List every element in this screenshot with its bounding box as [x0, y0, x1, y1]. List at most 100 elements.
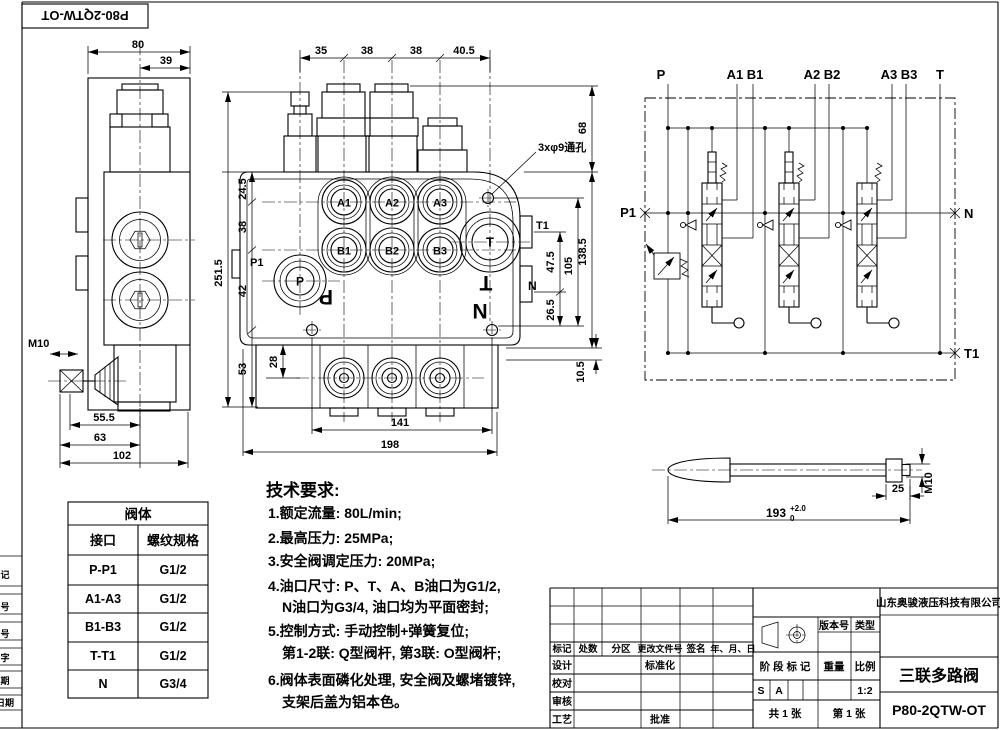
edge-cell-label: 日期: [0, 697, 14, 708]
edge-cell-label: 号: [0, 629, 9, 639]
weight-label: 重量: [824, 660, 845, 673]
border-cross-marks: [639, 207, 961, 359]
dim-10-5: 10.5: [575, 361, 587, 382]
dim-55-5: 55.5: [93, 412, 114, 424]
port-a3: A3: [417, 179, 463, 225]
approve-label: 批准: [650, 713, 670, 726]
title-block: 标记 处数 分区 更改文件号 签名 年、月、日 设计 校对 审核 工艺 标准化 …: [549, 587, 1000, 728]
rev-header: 处数: [577, 643, 598, 655]
rev-header: 年、月、日: [710, 643, 755, 654]
tech-req-line: 支架后盖为铝本色。: [281, 694, 408, 710]
dim-38c: 38: [237, 221, 249, 233]
dim-193-tol-lower: 0: [790, 514, 795, 523]
dim-24-5: 24.5: [237, 178, 249, 199]
dim-63: 63: [94, 432, 106, 444]
role-label: 校对: [552, 677, 572, 690]
dim-138-5: 138.5: [577, 238, 589, 266]
port-b3: B3: [417, 227, 463, 273]
edge-cell-label: 字: [0, 652, 9, 663]
dim-28: 28: [268, 356, 280, 368]
role-label: 审核: [552, 695, 572, 708]
junction-dots: [666, 126, 942, 355]
dim-26-5: 26.5: [545, 299, 557, 320]
tech-req-line: 第1-2联: Q型阀杆, 第3联: O型阀杆;: [282, 645, 501, 661]
schematic-label-a2b2: A2 B2: [804, 67, 841, 82]
dim-80: 80: [132, 39, 144, 51]
port-b2: B2: [369, 227, 415, 273]
rev-header: 签名: [685, 643, 705, 655]
spec-row: N G3/4: [98, 677, 186, 691]
spec-col-port: 接口: [90, 533, 116, 548]
role-label: 工艺: [552, 713, 572, 726]
schematic-label-a1b1: A1 B1: [727, 67, 764, 82]
dim-42: 42: [237, 285, 249, 297]
schematic-label-p1: P1: [620, 205, 636, 220]
sheet-total: 共 1 张: [769, 707, 802, 720]
tech-req-line: 2.最高压力: 25MPa;: [268, 530, 393, 546]
check-valve-pilots: [679, 219, 852, 231]
edge-cell-label: 期: [0, 675, 9, 686]
port-b1-label: B1: [337, 246, 351, 258]
dim-m10-lever: M10: [923, 472, 935, 493]
spec-col-thread: 螺纹规格: [147, 533, 200, 548]
spec-table: 阀体 接口 螺纹规格 P-P1 G1/2 A1-A3 G1/2 B1-B3 G1…: [67, 501, 209, 699]
port-a2: A2: [369, 179, 415, 225]
schematic-label-t: T: [936, 67, 944, 82]
spec-cell: G1/2: [159, 649, 186, 663]
spec-row: B1-B3 G1/2: [85, 620, 187, 634]
dim-25: 25: [892, 483, 904, 495]
dim-193-tol-upper: +2.0: [790, 504, 806, 513]
edge-cell-label: 记: [0, 569, 9, 580]
spec-cell: A1-A3: [85, 592, 121, 606]
tech-requirements: 技术要求: 1.额定流量: 80L/min; 2.最高压力: 25MPa; 3.…: [266, 480, 515, 710]
side-view: 80 39 M10 55.5 63 102: [28, 39, 195, 468]
product-name: 三联多路阀: [899, 666, 979, 685]
type-label: 类型: [855, 619, 875, 632]
label-t1: T1: [536, 220, 549, 232]
schematic-label-n: N: [964, 206, 973, 221]
tech-req-line: 1.额定流量: 80L/min;: [268, 505, 402, 521]
dim-m10: M10: [28, 338, 49, 350]
spec-row: A1-A3 G1/2: [85, 592, 187, 606]
rev-header: 更改文件号: [637, 643, 682, 654]
port-p: P: [273, 254, 327, 308]
sheet-number: 第 1 张: [833, 707, 866, 720]
dim-38a: 38: [361, 45, 373, 57]
dim-40-5: 40.5: [453, 45, 474, 57]
edge-cell-label: 号: [0, 602, 9, 612]
dim-251-5: 251.5: [213, 259, 225, 287]
tech-req-line: N油口为G3/4, 油口均为平面密封;: [282, 599, 489, 615]
dim-39: 39: [160, 55, 172, 67]
cast-letter-t: T: [479, 271, 492, 294]
spec-cell: T-T1: [90, 649, 116, 663]
spec-cell: G1/2: [159, 563, 186, 577]
front-view: A1 A2 A3 B1 B2 B3 T P P T N 3xφ9通孔 P1 T1…: [213, 45, 602, 456]
port-t: T: [459, 211, 521, 273]
spec-table-title: 阀体: [125, 506, 152, 522]
port-p-label: P: [296, 275, 304, 289]
port-a3-label: A3: [433, 198, 447, 210]
port-a2-label: A2: [385, 198, 399, 210]
tech-req-title: 技术要求:: [266, 480, 340, 500]
spec-cell: G1/2: [159, 592, 186, 606]
dim-193: 193: [766, 506, 786, 520]
dim-47-5: 47.5: [545, 251, 557, 272]
cast-letter-n: N: [472, 299, 487, 322]
company-name: 山东奥骏液压科技有限公司: [876, 596, 1000, 609]
dim-105: 105: [563, 257, 575, 275]
scale-value: 1:2: [857, 685, 872, 697]
spec-cell: B1-B3: [85, 620, 121, 634]
schematic-label-p: P: [657, 67, 666, 82]
spec-row: T-T1 G1/2: [90, 649, 186, 663]
edge-strip: 记 号 号 字 期 日期: [0, 555, 22, 711]
version-label: 版本号: [819, 619, 849, 632]
port-t-label: T: [486, 235, 494, 250]
drawing-number: P80-2QTW-OT: [892, 702, 986, 718]
tech-req-line: 6.阀体表面磷化处理, 安全阀及螺堵镀锌,: [268, 672, 515, 688]
port-b1: B1: [321, 227, 367, 273]
port-b3-label: B3: [433, 246, 447, 258]
hole-note: 3xφ9通孔: [538, 141, 586, 154]
stage-s: S: [757, 685, 764, 697]
port-b2-label: B2: [385, 246, 399, 258]
